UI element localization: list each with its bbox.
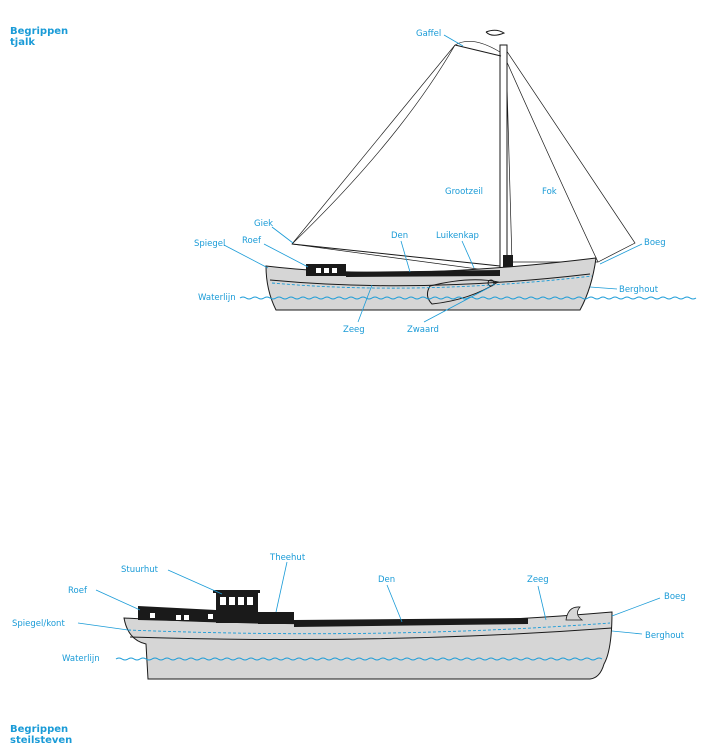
boeg-leader-steilsteven (611, 597, 661, 617)
roef-window-c (184, 615, 189, 620)
roef-leader (263, 243, 309, 268)
label-waterlijn-steilsteven: Waterlijn (62, 654, 100, 664)
label-spiegel-kont: Spiegel/kont (12, 619, 65, 629)
heading-steilsteven-line2: steilsteven (10, 735, 73, 746)
label-den-steilsteven: Den (378, 575, 395, 585)
label-grootzeil: Grootzeil (445, 187, 483, 197)
stuurhut-window-4 (247, 597, 253, 605)
label-waterlijn: Waterlijn (198, 293, 236, 303)
luikenkap-leader (461, 240, 475, 269)
heading-steilsteven-line1: Begrippen (10, 724, 69, 735)
label-theehut: Theehut (269, 553, 306, 563)
giek-spar (291, 243, 501, 267)
label-den: Den (391, 231, 408, 241)
roef-window-2 (324, 268, 329, 273)
den-deck (346, 270, 500, 277)
label-boeg-steilsteven: Boeg (664, 592, 686, 602)
steilsteven-dash-line (127, 622, 611, 635)
heading-tjalk-line1: Begrippen (10, 26, 69, 37)
gaffel-spar (454, 44, 502, 57)
label-gaffel: Gaffel (416, 29, 441, 39)
stuurhut-window-1 (220, 597, 226, 605)
label-luikenkap: Luikenkap (436, 231, 479, 241)
tjalk-sheer (269, 273, 591, 287)
label-berghout-steilsteven: Berghout (645, 631, 685, 641)
pennant (485, 29, 506, 36)
stuurhut-window-3 (238, 597, 244, 605)
grootzeil-sail (291, 40, 501, 273)
roef-window-3 (332, 268, 337, 273)
spiegel-leader (223, 244, 269, 269)
bow-ornament (565, 606, 584, 621)
label-zeeg-steilsteven: Zeeg (527, 575, 549, 585)
grootzeil-curve (291, 44, 456, 245)
tjalk-waterline (239, 296, 697, 300)
gaffel-leader (443, 34, 464, 47)
spiegel-kont-leader (77, 622, 129, 631)
fok-curve (505, 59, 599, 263)
roef-window-d (208, 614, 213, 619)
zwaard-leader (423, 286, 491, 323)
giek-leader (271, 226, 294, 244)
heading-tjalk: Begrippen tjalk (10, 26, 68, 48)
boeg-leader (599, 243, 643, 265)
steilsteven-diagram: Stuurhut Theehut Den Zeeg Roef Boeg Spie… (12, 553, 686, 680)
label-spiegel: Spiegel (194, 239, 225, 249)
stuurhut-leader (167, 569, 223, 595)
fok-sail (505, 48, 636, 263)
tjalk-dash-line (271, 275, 593, 289)
tjalk-diagram: Gaffel Grootzeil Fok Giek Roef Spiegel D… (194, 29, 697, 335)
zwaard-pivot (487, 279, 495, 287)
den-deck-steilsteven (294, 618, 528, 627)
mast (499, 44, 508, 277)
roef-cabin-steilsteven (138, 606, 216, 622)
stuurhut-window-2 (229, 597, 235, 605)
roef-leader-steilsteven (95, 589, 141, 611)
roef-window-a (150, 613, 155, 618)
heading-steilsteven: Begrippen steilsteven (10, 724, 72, 746)
berghout-leader (589, 286, 618, 290)
steilsteven-sheer (129, 627, 613, 641)
label-roef-steilsteven: Roef (68, 586, 88, 596)
label-zeeg: Zeeg (343, 325, 365, 335)
label-giek: Giek (254, 219, 273, 229)
label-stuurhut: Stuurhut (121, 565, 159, 575)
theehut-body (258, 612, 294, 624)
zeeg-leader-steilsteven (537, 585, 547, 621)
den-leader-steilsteven (386, 584, 403, 623)
zwaard-board (426, 279, 500, 305)
label-zwaard: Zwaard (407, 325, 439, 335)
stuurhut-roof (213, 590, 260, 593)
label-boeg: Boeg (644, 238, 666, 248)
zeeg-leader (357, 284, 373, 323)
label-fok: Fok (542, 187, 557, 197)
roef-window-1 (316, 268, 321, 273)
theehut-leader (275, 561, 288, 613)
berghout-leader-steilsteven (611, 630, 643, 635)
label-berghout: Berghout (619, 285, 659, 295)
label-roef: Roef (242, 236, 262, 246)
steilsteven-waterline (115, 657, 603, 661)
heading-tjalk-line2: tjalk (10, 37, 36, 48)
roef-window-b (176, 615, 181, 620)
mast-foot (503, 255, 513, 277)
den-leader (400, 240, 411, 273)
